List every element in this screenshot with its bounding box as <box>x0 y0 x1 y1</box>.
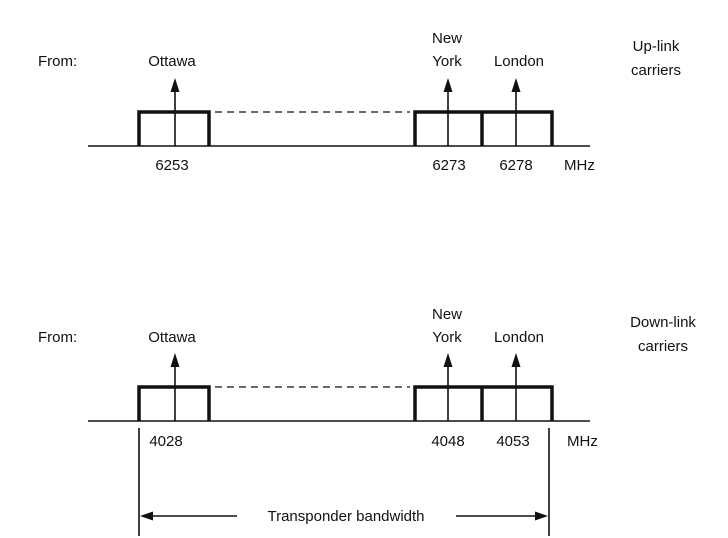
downlink-unit-label: MHz <box>567 433 598 450</box>
uplink-newyork-arrow-icon <box>443 78 453 92</box>
uplink-newyork-label-line1: New <box>432 30 462 47</box>
bandwidth-left-arrowhead-icon <box>140 511 153 521</box>
downlink-london-label: London <box>494 329 544 346</box>
downlink-newyork-arrow-icon <box>443 353 453 367</box>
downlink-freq-newyork: 4048 <box>431 433 464 450</box>
downlink-ottawa-carrier-box <box>137 385 211 421</box>
uplink-side-label-line2: carriers <box>631 62 681 79</box>
uplink-newyork-label-line2: York <box>432 53 462 70</box>
uplink-freq-newyork: 6273 <box>432 157 465 174</box>
downlink-from-label: From: <box>38 329 77 346</box>
downlink-panel: From: Ottawa New York London Down-link c… <box>38 306 696 450</box>
uplink-ottawa-arrow-icon <box>170 78 180 92</box>
downlink-freq-ottawa: 4028 <box>149 433 182 450</box>
downlink-side-label-line1: Down-link <box>630 314 696 331</box>
bandwidth-label: Transponder bandwidth <box>267 508 424 525</box>
uplink-side-label-line1: Up-link <box>633 38 680 55</box>
downlink-ottawa-arrow-icon <box>170 353 180 367</box>
downlink-freq-london: 4053 <box>496 433 529 450</box>
uplink-ottawa-label: Ottawa <box>148 53 196 70</box>
downlink-newyork-label-line2: York <box>432 329 462 346</box>
uplink-ottawa-carrier-box <box>137 110 211 146</box>
bandwidth-right-arrowhead-icon <box>535 511 548 521</box>
downlink-london-arrow-icon <box>511 353 521 367</box>
uplink-from-label: From: <box>38 53 77 70</box>
downlink-newyork-label-line1: New <box>432 306 462 323</box>
downlink-ottawa-label: Ottawa <box>148 329 196 346</box>
uplink-panel: From: Ottawa New York London Up-link car… <box>38 30 681 174</box>
uplink-london-label: London <box>494 53 544 70</box>
downlink-side-label-line2: carriers <box>638 338 688 355</box>
uplink-freq-ottawa: 6253 <box>155 157 188 174</box>
uplink-freq-london: 6278 <box>499 157 532 174</box>
uplink-unit-label: MHz <box>564 157 595 174</box>
transponder-bandwidth-indicator: Transponder bandwidth <box>138 428 550 536</box>
uplink-london-arrow-icon <box>511 78 521 92</box>
